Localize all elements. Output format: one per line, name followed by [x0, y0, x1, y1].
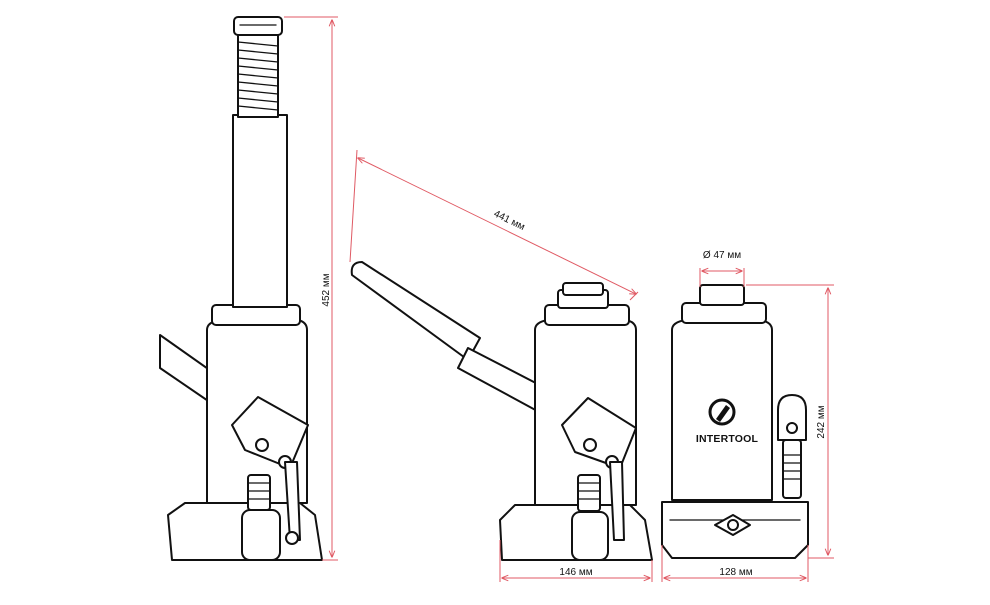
side-view-jack — [350, 261, 653, 561]
pump-link — [609, 461, 625, 541]
release-valve-screw — [727, 519, 739, 531]
extended-jack-view — [159, 16, 323, 561]
pivot-pin — [285, 531, 299, 545]
min-height-label: 242 мм — [816, 405, 827, 438]
pump-piston — [577, 474, 601, 512]
dimension-handle-length: 441 мм — [349, 149, 639, 301]
dimension-min-height: 242 мм — [746, 284, 834, 559]
base-length-label: 146 мм — [559, 567, 592, 578]
saddle — [699, 284, 745, 306]
saddle — [562, 282, 604, 296]
dimension-base-length: 146 мм — [499, 540, 653, 582]
intertool-logo: INTERTOOL — [696, 398, 759, 445]
dimension-total-height: 452 мм — [284, 16, 338, 561]
brand-name: INTERTOOL — [696, 433, 759, 445]
front-view-jack: INTERTOOL — [661, 284, 809, 559]
pump-socket — [561, 397, 637, 469]
base-valve-boss — [241, 509, 281, 561]
screw-threads — [237, 41, 279, 111]
ram-cylinder — [232, 114, 288, 308]
pump-socket — [777, 394, 807, 441]
dimension-saddle-diameter: Ø 47 мм — [699, 250, 745, 287]
base-valve-boss — [571, 511, 609, 561]
pump-piston — [247, 474, 271, 511]
pivot-pin — [786, 422, 798, 434]
handle-length-label: 441 мм — [492, 209, 527, 234]
saddle-diameter-label: Ø 47 мм — [703, 250, 741, 261]
saddle — [233, 16, 283, 36]
pump-socket — [231, 396, 309, 469]
pivot-pin — [255, 438, 269, 452]
base-width-label: 128 мм — [719, 567, 752, 578]
total-height-label: 452 мм — [321, 273, 332, 306]
dimension-base-width: 128 мм — [661, 545, 809, 582]
pivot-pin — [583, 438, 597, 452]
pump-piston — [782, 439, 802, 499]
lever-handle-outer — [350, 261, 481, 361]
pump-link — [284, 461, 301, 541]
